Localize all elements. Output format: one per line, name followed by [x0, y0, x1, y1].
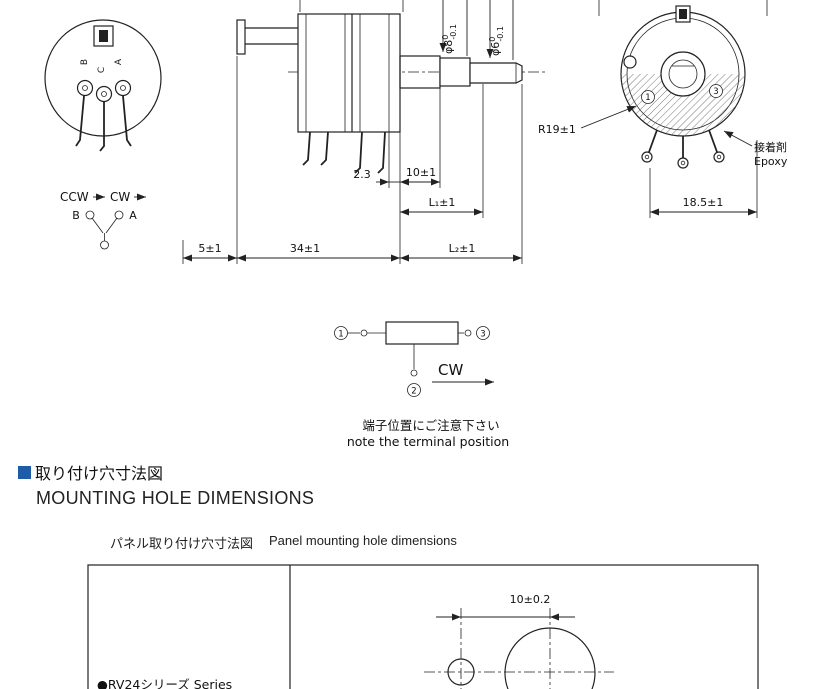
bushing-front: [660, 51, 706, 97]
case-body: [297, 13, 401, 133]
terminal-marker-3: [709, 84, 723, 98]
panel-caption: パネル取り付け穴寸法図 Panel mounting hole dimensio…: [110, 533, 457, 552]
eyelet-b: [76, 79, 94, 97]
dim-dia8: φ80-0.1: [441, 24, 458, 54]
svg-text:3: 3: [480, 330, 485, 340]
small-mounting-hole: [447, 658, 475, 686]
pin-node-a: [114, 210, 124, 220]
rear-view-drawing: B C A: [44, 19, 162, 152]
terminal-note-jp: 端子位置にご注意下さい: [362, 418, 499, 433]
dim-18-5: 18.5±1: [683, 196, 724, 209]
side-pin-4: [377, 131, 386, 174]
terminal-label-c: C: [97, 67, 107, 73]
ccw-label: CCW: [60, 190, 89, 204]
large-mounting-hole: [504, 627, 596, 689]
front-lug-slot: [679, 9, 687, 19]
shaft-dia6: [469, 62, 523, 84]
dim-5: 5±1: [198, 242, 221, 255]
adhesive-label-jp: 接着剤: [754, 140, 787, 154]
terminal-label-a: A: [114, 58, 124, 65]
rear-pin-right: [122, 95, 132, 147]
rotation-direction-diagram: CCW CW B A: [60, 190, 146, 250]
terminal-label-b: B: [80, 59, 90, 65]
mounting-hole-drawing: 10±0.2: [424, 593, 614, 689]
schematic-terminal-1: [334, 326, 348, 340]
dim-10: 10±1: [406, 166, 436, 179]
svg-text:2: 2: [411, 387, 416, 397]
side-view-drawing: φ80-0.1 φ60-0.1 2.3 10±1 L₁±1 5±1 34±1 L…: [182, 0, 545, 264]
dim-2-3: 2.3: [353, 168, 371, 181]
eyelet-c: [95, 85, 113, 103]
section-bullet-square-icon: [18, 465, 31, 479]
wiper-node: [100, 240, 109, 250]
dim-10-0-2: 10±0.2: [510, 593, 551, 606]
rear-pin-center: [99, 102, 105, 152]
pin-label-b: B: [72, 209, 80, 222]
terminal-schematic: 1 3 2 CW 端子位置にご注意下さい note the terminal p…: [334, 321, 509, 449]
svg-text:3: 3: [713, 87, 718, 97]
pin-label-a: A: [129, 209, 137, 222]
front-view-drawing: 1 3 R19±1 接着剤 Epoxy 18.5±1: [538, 0, 788, 218]
resistor-element: [385, 321, 459, 345]
shaft-dia8: [439, 57, 471, 87]
cw-label: CW: [110, 190, 130, 204]
section-title-jp: 取り付け穴寸法図: [35, 466, 164, 483]
dim-r19: R19±1: [538, 123, 576, 136]
section-title-en: MOUNTING HOLE DIMENSIONS: [36, 488, 315, 508]
terminal-marker-1: [641, 90, 655, 104]
cw-direction-label: CW: [438, 361, 463, 379]
side-pin-2: [320, 131, 329, 166]
table-frame: [87, 564, 759, 689]
side-pin-1: [302, 131, 311, 166]
rear-lug-slot: [99, 30, 108, 42]
svg-text:1: 1: [645, 93, 650, 103]
pin-node-b: [85, 210, 95, 220]
schematic-terminal-3: [476, 326, 490, 340]
dim-dia6: φ60-0.1: [488, 26, 505, 56]
pilot-hole: [623, 55, 637, 69]
side-lug: [236, 19, 246, 55]
svg-text:1: 1: [338, 330, 343, 340]
panel-caption-en: Panel mounting hole dimensions: [269, 533, 457, 548]
side-pin-3: [354, 131, 363, 174]
series-label: ●RV24シリーズ Series: [97, 677, 232, 689]
spec-table: ●RV24シリーズ Series: [87, 564, 759, 689]
shaft-front: [668, 59, 698, 89]
section-header: 取り付け穴寸法図 MOUNTING HOLE DIMENSIONS: [18, 460, 314, 509]
dim-34: 34±1: [290, 242, 320, 255]
schematic-terminal-2: [407, 383, 421, 397]
terminal-note-en: note the terminal position: [347, 434, 509, 449]
dim-l1: L₁±1: [429, 196, 456, 209]
panel-caption-jp: パネル取り付け穴寸法図: [110, 536, 254, 551]
eyelet-a: [114, 79, 132, 97]
dim-l2: L₂±1: [449, 242, 476, 255]
rear-pin-left: [75, 95, 85, 147]
adhesive-label-en: Epoxy: [754, 155, 788, 168]
